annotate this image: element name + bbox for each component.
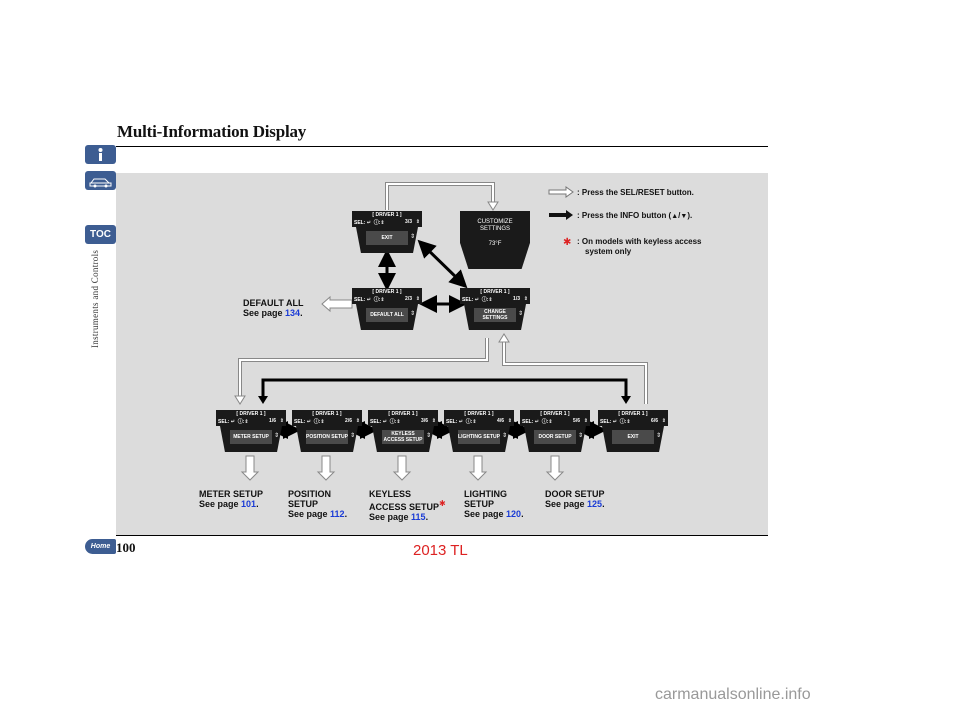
legend-star-icon: ✱	[563, 237, 572, 248]
row-wrap-arrow	[261, 378, 628, 400]
watermark: carmanualsonline.info	[655, 686, 811, 703]
section-default-all: DEFAULT ALL See page 134.	[243, 298, 304, 318]
info-icon	[98, 148, 103, 161]
screen-exit-top: [ DRIVER 1 ] SEL: ↵ ⓘ:⇕3/3⇕ EXIT⇕	[352, 211, 422, 253]
legend-info: : Press the INFO button (▲/▼).	[577, 211, 693, 220]
keyless-star-icon: ✱	[439, 499, 446, 508]
diagram-background	[116, 173, 768, 535]
toc-tab[interactable]: TOC	[85, 225, 116, 244]
link-page-125[interactable]: 125	[587, 499, 603, 509]
link-page-112[interactable]: 112	[330, 509, 345, 519]
legend-sel-reset: : Press the SEL/RESET button.	[577, 188, 694, 197]
screen-door-setup: [ DRIVER 1 ] SEL: ↵ ⓘ:⇕5/6⇕ DOOR SETUP⇕	[520, 410, 590, 452]
legend-open-arrow	[548, 186, 574, 198]
car-icon	[89, 178, 112, 188]
screen-position-setup: [ DRIVER 1 ] SEL: ↵ ⓘ:⇕2/6⇕ POSITION SET…	[292, 410, 362, 452]
link-page-134[interactable]: 134	[285, 308, 301, 318]
model-label: 2013 TL	[413, 542, 468, 559]
screen-meter-setup: [ DRIVER 1 ] SEL: ↵ ⓘ:⇕1/6⇕ METER SETUP⇕	[216, 410, 286, 452]
home-button[interactable]: Home	[85, 539, 116, 554]
legend-solid-arrow	[549, 210, 573, 220]
section-meter-setup: METER SETUP See page 101.	[199, 489, 264, 509]
section-lighting-setup: LIGHTING SETUP See page 120.	[464, 489, 524, 519]
screen-keyless-access-setup: [ DRIVER 1 ] SEL: ↵ ⓘ:⇕3/6⇕ KEYLESS ACCE…	[368, 410, 438, 452]
page-title: Multi-Information Display	[117, 122, 307, 141]
title-rule	[116, 146, 768, 147]
link-page-115[interactable]: 115	[411, 512, 426, 522]
footer-rule	[116, 535, 768, 536]
loop-connector	[385, 182, 495, 210]
section-position-setup: POSITION SETUP See page 112.	[288, 489, 348, 519]
vehicle-tab[interactable]	[85, 171, 116, 190]
screen-exit-row: [ DRIVER 1 ] SEL: ↵ ⓘ:⇕6/6⇕ EXIT⇕	[598, 410, 668, 452]
screen-default-all: [ DRIVER 1 ] SEL: ↵ ⓘ:⇕2/3⇕ DEFAULT ALL⇕	[352, 288, 422, 330]
screen-change-settings: [ DRIVER 1 ] SEL: ↵ ⓘ:⇕1/3⇕ CHANGE SETTI…	[460, 288, 530, 330]
down-triangle-icon: ▼	[680, 213, 688, 220]
default-all-open-arrow	[321, 295, 353, 313]
page-number: 100	[116, 540, 136, 555]
customize-diagonal-arrow	[417, 239, 468, 289]
section-keyless-access: KEYLESS ACCESS SETUP✱ See page 115.	[369, 489, 446, 522]
up-triangle-icon: ▲	[671, 213, 679, 220]
screen-lighting-setup: [ DRIVER 1 ] SEL: ↵ ⓘ:⇕4/6⇕ LIGHTING SET…	[444, 410, 514, 452]
section-door-setup: DOOR SETUP See page 125.	[545, 489, 605, 509]
change-to-row-left	[238, 338, 489, 400]
info-tab[interactable]	[85, 145, 116, 164]
legend-keyless: : On models with keyless access system o…	[577, 237, 702, 256]
link-page-120[interactable]: 120	[506, 509, 522, 519]
link-page-101[interactable]: 101	[241, 499, 257, 509]
